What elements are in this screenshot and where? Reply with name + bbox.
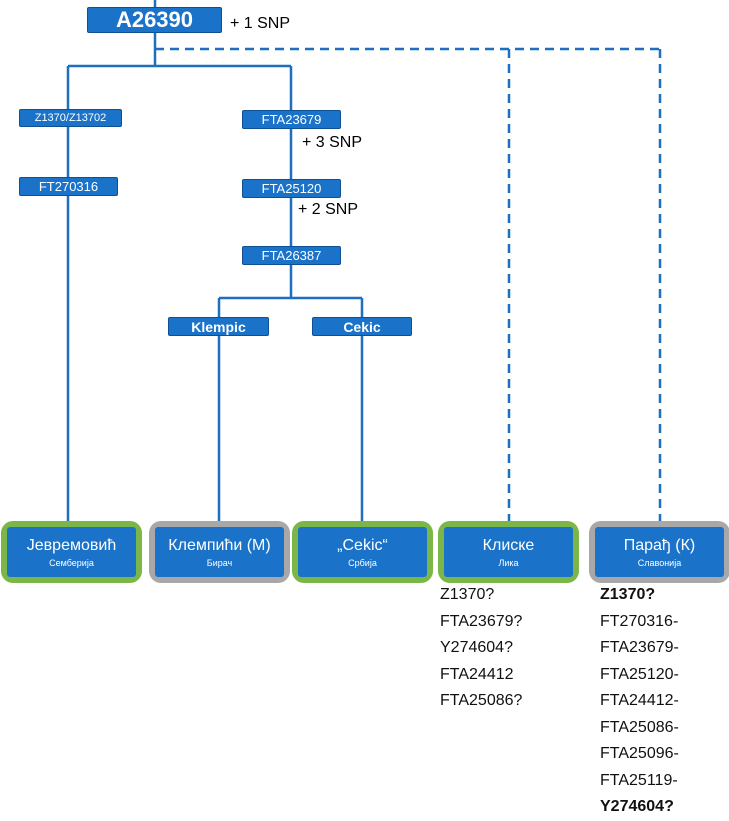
leaf-parad: Парађ (К) Славонија bbox=[589, 521, 729, 583]
leaf-name: Јевремовић bbox=[26, 536, 117, 554]
leaf-place: Семберија bbox=[49, 557, 94, 568]
snp-item: FTA25120- bbox=[600, 665, 679, 683]
fta25120-snp-annotation: + 2 SNP bbox=[298, 201, 359, 218]
fta23679-snp-annotation: + 3 SNP bbox=[302, 134, 363, 151]
snp-item: Z1370? bbox=[440, 586, 495, 603]
node-klempic: Klempic bbox=[168, 317, 269, 336]
leaf-name: Клиске bbox=[482, 536, 535, 554]
root-snp-annotation: + 1 SNP bbox=[230, 15, 291, 32]
snp-item: FTA25086? bbox=[440, 692, 523, 709]
snp-item: Y274604? bbox=[600, 798, 674, 815]
node-fta25120: FTA25120 bbox=[242, 179, 341, 198]
snp-item: FTA24412- bbox=[600, 692, 679, 709]
snp-item: FTA23679? bbox=[440, 612, 523, 630]
snp-item: Y274604? bbox=[440, 639, 513, 656]
root-node: A26390 bbox=[87, 7, 222, 33]
leaf-name: „Cekic“ bbox=[337, 536, 388, 554]
leaf-name: Клемпићи (М) bbox=[168, 536, 271, 554]
node-ft270316: FT270316 bbox=[19, 177, 118, 196]
snp-item: FTA23679- bbox=[600, 639, 679, 656]
snp-item: FTA24412 bbox=[440, 665, 514, 683]
snp-item: Z1370? bbox=[600, 586, 656, 603]
parad-snp-list: Z1370? FT270316- FTA23679- FTA25120- FTA… bbox=[600, 582, 679, 821]
leaf-klempici: Клемпићи (М) Бирач bbox=[149, 521, 290, 583]
node-z1370: Z1370/Z13702 bbox=[19, 109, 122, 127]
leaf-place: Лика bbox=[498, 557, 519, 568]
leaf-name: Парађ (К) bbox=[623, 536, 696, 554]
leaf-place: Бирач bbox=[206, 557, 233, 568]
node-cekic: Cekic bbox=[312, 317, 412, 336]
leaf-cekic: „Cekic“ Србија bbox=[292, 521, 433, 583]
snp-item: FTA25096- bbox=[600, 745, 679, 762]
leaf-place: Србија bbox=[348, 557, 377, 568]
snp-item: FTA25119- bbox=[600, 771, 678, 789]
snp-item: FTA25086- bbox=[600, 718, 679, 736]
kliske-snp-list: Z1370? FTA23679? Y274604? FTA24412 FTA25… bbox=[440, 582, 522, 715]
leaf-place: Славонија bbox=[637, 557, 682, 568]
leaf-jevremovic: Јевремовић Семберија bbox=[1, 521, 142, 583]
node-fta23679: FTA23679 bbox=[242, 110, 341, 129]
node-fta26387: FTA26387 bbox=[242, 246, 341, 265]
leaf-kliske: Клиске Лика bbox=[438, 521, 579, 583]
snp-item: FT270316- bbox=[600, 612, 679, 630]
